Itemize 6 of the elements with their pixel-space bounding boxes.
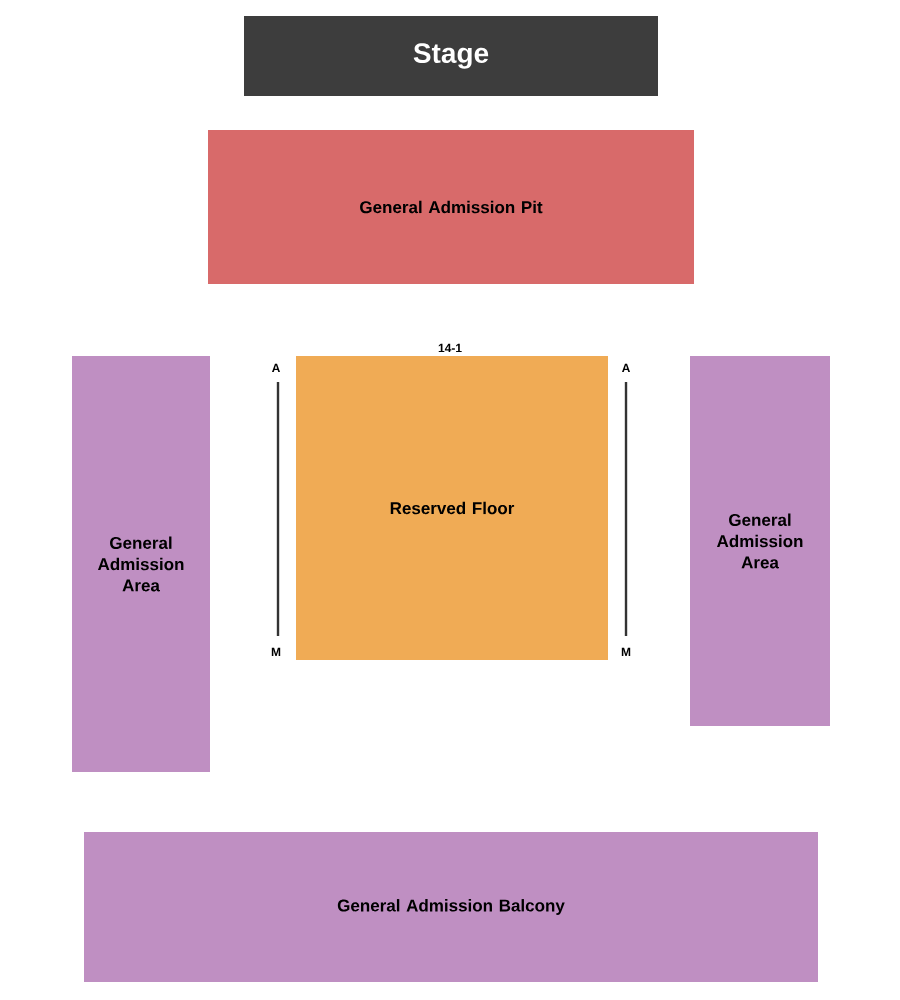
section-label: General Admission Area [716,513,803,569]
section-label: General Admission Area [97,536,184,592]
section-label: Reserved Floor [390,501,515,515]
section-label: General Admission Balcony [337,899,565,915]
section-label: General Admission Pit [360,200,543,214]
section-label: Stage [413,43,489,69]
